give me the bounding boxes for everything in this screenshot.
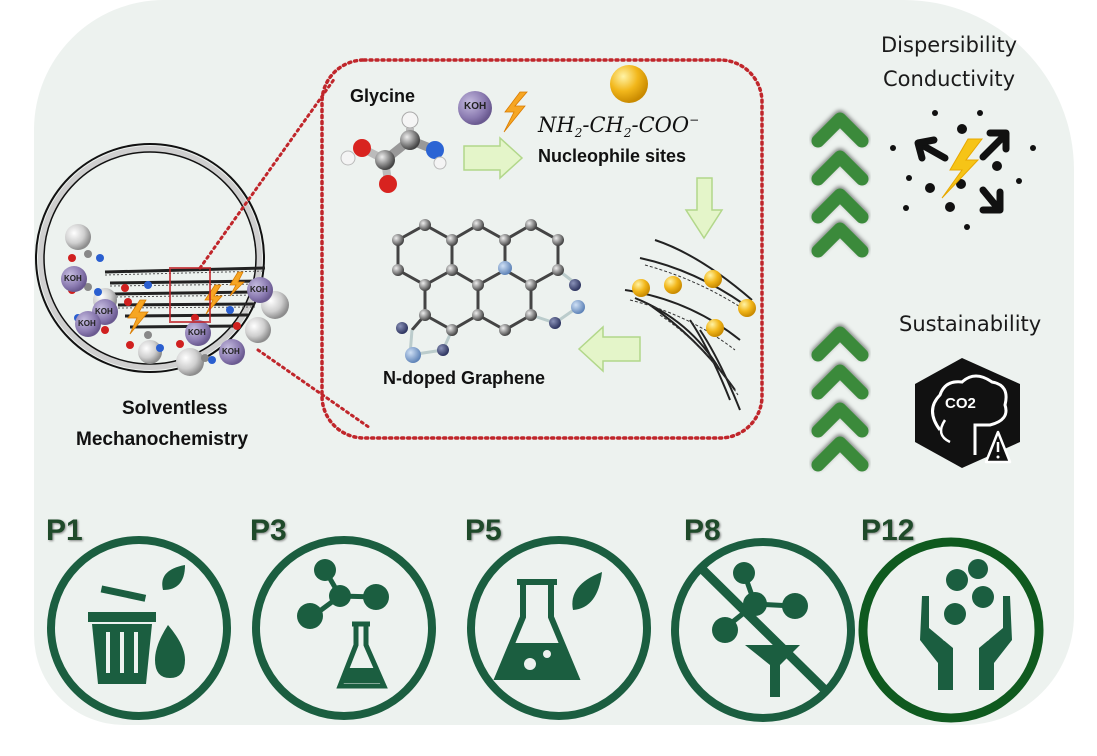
co2-warning-icon (915, 358, 1020, 468)
waste-bin-leaf-drop-icon (47, 536, 231, 720)
dispersion-conductivity-icon (890, 110, 1036, 230)
dispersibility-label: Dispersibility (881, 33, 1018, 57)
lightning-icon (941, 138, 984, 199)
carbon-atoms (392, 219, 564, 336)
nucleophile-sites-label: Nucleophile sites (538, 146, 687, 166)
koh-spheres (61, 266, 273, 365)
formula-superscript: − (689, 113, 700, 127)
conductivity-label: Conductivity (883, 67, 1015, 91)
nucleophile-sphere (610, 65, 648, 103)
nucleophile-formula: NH2-CH2-COO− (538, 113, 699, 140)
principle-label-p8: P8 (684, 514, 721, 547)
nitrogen-atoms (396, 279, 585, 363)
principle-label-p5: P5 (465, 514, 502, 547)
spark-icon (503, 91, 528, 133)
jar-koh-label: KOH (78, 319, 96, 328)
formula-part: -COO (631, 113, 690, 137)
zoom-box-border (320, 58, 764, 440)
formula-part: -CH (582, 113, 624, 137)
arrow-down-icon (684, 177, 724, 240)
glycine-label: Glycine (350, 86, 416, 106)
koh-label: KOH (464, 101, 487, 112)
principle-label-p12: P12 (861, 514, 915, 547)
zoom-connector-lines (198, 76, 372, 430)
jar-koh-label: KOH (64, 274, 82, 283)
arrow-right-icon (463, 136, 524, 180)
koh-sphere (458, 91, 492, 125)
chevron-up-icons-group2 (811, 326, 869, 472)
molecule-flask-icon (252, 536, 436, 720)
flask-leaf-icon (467, 536, 651, 720)
sustainability-label: Sustainability (899, 312, 1042, 336)
no-derivatives-icon (671, 538, 855, 722)
co2-label: CO2 (945, 395, 976, 412)
glycine-molecule-icon (340, 111, 447, 193)
chevron-up-icons-group1 (811, 112, 869, 258)
arrow-left-icon (577, 325, 641, 373)
caption-mechanochemistry: Mechanochemistry (76, 429, 249, 450)
formula-subscript: 2 (623, 126, 632, 141)
gold-spheres (632, 270, 756, 337)
jar-koh-label: KOH (95, 307, 113, 316)
jar-koh-label: KOH (250, 285, 268, 294)
caption-solventless: Solventless (122, 398, 228, 419)
principle-label-p1: P1 (46, 514, 83, 547)
spark-icons (127, 271, 245, 335)
principle-label-p3: P3 (250, 514, 287, 547)
jar-koh-label: KOH (188, 328, 206, 337)
formula-part: NH (538, 113, 575, 137)
nitrogen-atom (498, 261, 512, 275)
hands-safety-icon (858, 537, 1044, 723)
jar-koh-label: KOH (222, 347, 240, 356)
formula-subscript: 2 (574, 126, 583, 141)
n-doped-graphene-label: N-doped Graphene (383, 368, 546, 388)
